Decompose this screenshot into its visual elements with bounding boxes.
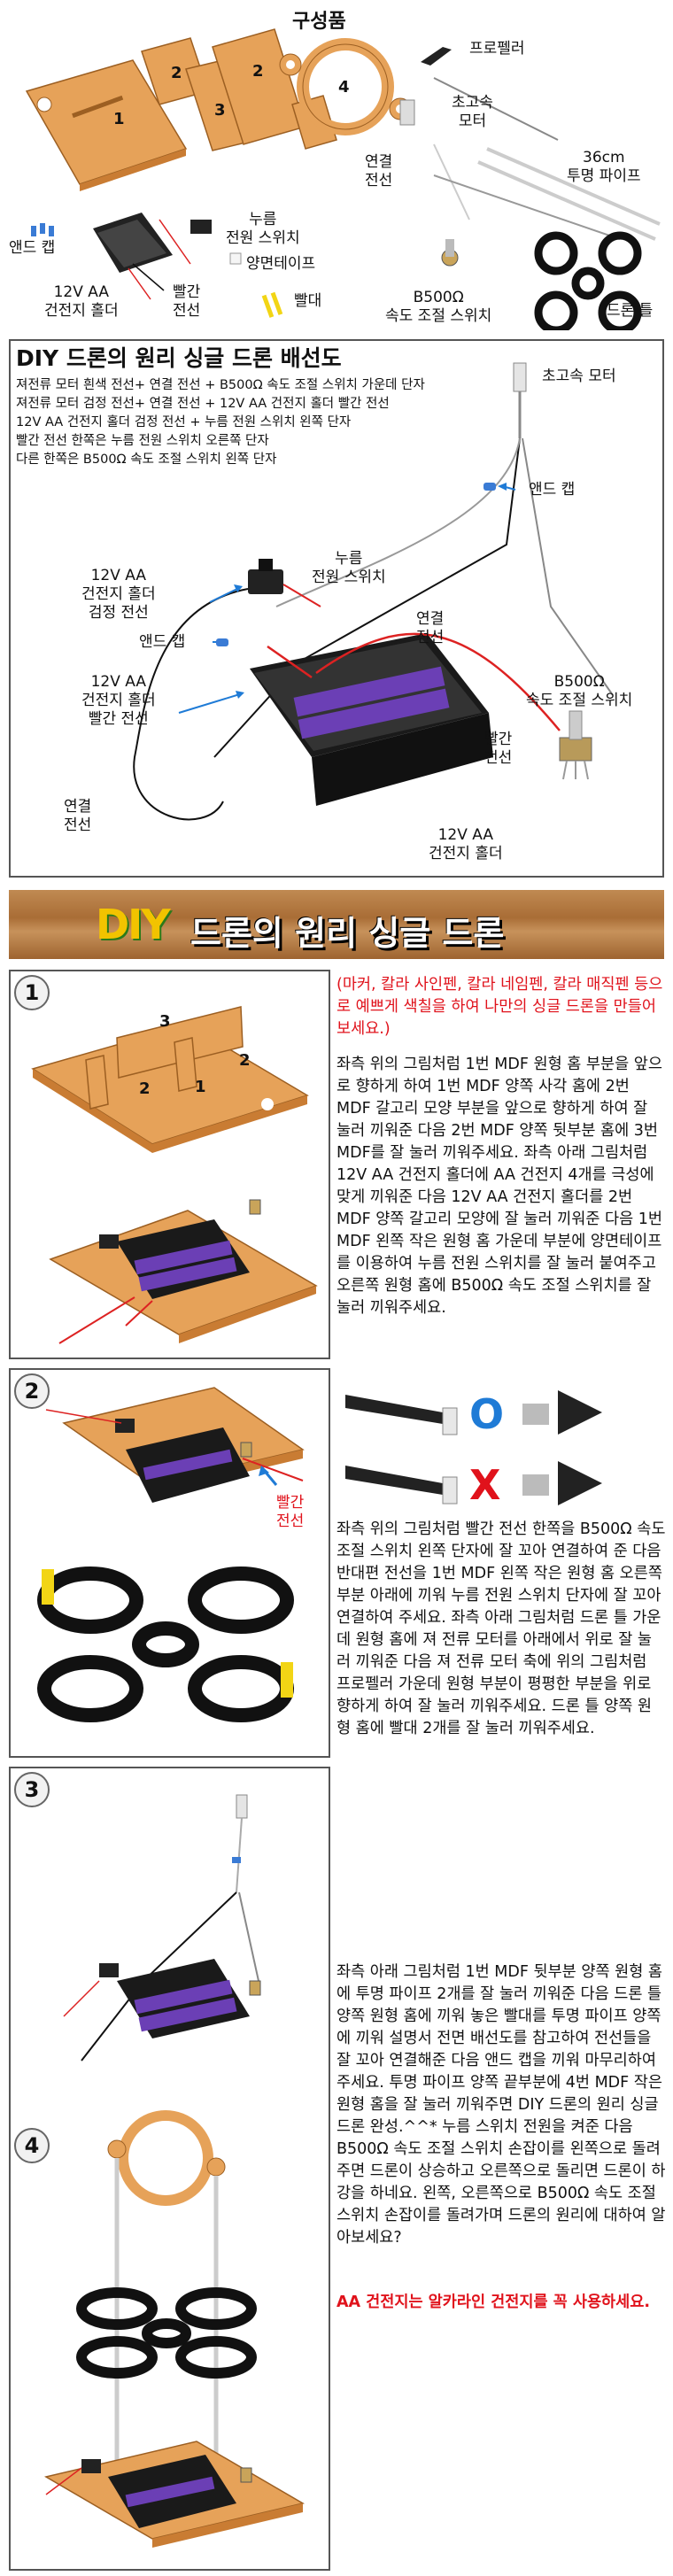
parts-section: 구성품 bbox=[9, 7, 664, 330]
step-1-piece-3: 3 bbox=[159, 1012, 171, 1031]
parts-title: 구성품 bbox=[292, 11, 346, 33]
step-3-4-illustration bbox=[43, 1794, 306, 2548]
piece-label-4: 4 bbox=[338, 78, 350, 97]
step-1-piece-2b: 2 bbox=[139, 1079, 151, 1098]
wiring-label-holder-black: 12V AA 건전지 홀더 검정 전선 bbox=[81, 567, 156, 622]
wiring-label-wire-mid: 연결 전선 bbox=[416, 610, 445, 646]
step-1-note: (마커, 칼라 사인펜, 칼라 네임펜, 칼라 매직펜 등으로 예쁘게 색칠을 … bbox=[336, 976, 663, 1038]
label-motor: 초고속 모터 bbox=[452, 94, 493, 130]
step-2-section: 2 빨간 전선 bbox=[9, 1368, 330, 1758]
wiring-label-wire-bottom: 연결 전선 bbox=[64, 798, 92, 834]
label-drone-frame: 드론 틀 bbox=[607, 302, 654, 320]
wrong-mark: X bbox=[469, 1461, 501, 1509]
label-tape: 양면테이프 bbox=[246, 255, 316, 273]
propeller-compare-illustration bbox=[345, 1390, 602, 1505]
piece-label-3: 3 bbox=[214, 101, 226, 120]
step-1-piece-1: 1 bbox=[195, 1078, 206, 1096]
label-pipe: 36cm 투명 파이프 bbox=[567, 149, 641, 185]
piece-label-2b: 2 bbox=[252, 62, 264, 81]
wiring-line: 12V AA 건전지 홀더 검정 전선 + 누름 전원 스위치 왼쪽 단자 bbox=[16, 415, 352, 429]
wiring-label-resistor: B500Ω 속도 조절 스위치 bbox=[526, 673, 633, 709]
step-1-piece-2a: 2 bbox=[239, 1051, 251, 1070]
step-1-text: 좌측 위의 그림처럼 1번 MDF 원형 홈 부분을 앞으로 향하게 하여 1번… bbox=[336, 1056, 662, 1317]
label-wire: 연결 전선 bbox=[365, 153, 393, 190]
title-banner: DIY 드론의 원리 싱글 드론 bbox=[9, 890, 664, 959]
wiring-label-cap-left: 앤드 캡 bbox=[139, 633, 186, 651]
piece-label-2a: 2 bbox=[171, 64, 182, 82]
wiring-label-holder-bottom: 12V AA 건전지 홀더 bbox=[429, 826, 503, 863]
step-4-warning: AA 건전지는 알카라인 건전지를 꼭 사용하세요. bbox=[336, 2294, 650, 2311]
label-resistor: B500Ω 속도 조절 스위치 bbox=[385, 289, 492, 325]
wiring-label-red-wire: 빨간 전선 bbox=[484, 731, 513, 767]
wiring-section: DIY 드론의 원리 싱글 드론 배선도 져전류 모터 흰색 전선+ 연결 전선… bbox=[9, 339, 664, 878]
step-2-illustration bbox=[37, 1387, 305, 1722]
wiring-title: DIY 드론의 원리 싱글 드론 배선도 bbox=[16, 345, 342, 371]
banner-title: 드론의 원리 싱글 드론 bbox=[190, 914, 505, 953]
diy-logo: DIY bbox=[96, 901, 171, 948]
step-4-text: 좌측 아래 그림처럼 1번 MDF 뒷부분 양쪽 원형 홈에 투명 파이프 2개… bbox=[336, 1963, 666, 2247]
propeller-compare: O X bbox=[336, 1373, 666, 1514]
step-1-section: 1 3 2 2 1 bbox=[9, 970, 330, 1359]
label-battery-holder: 12V AA 건전지 홀더 bbox=[44, 283, 119, 320]
step-1-illustration bbox=[31, 1006, 318, 1344]
step-3-4-section: 3 4 bbox=[9, 1767, 330, 2571]
wiring-instructions: 져전류 모터 흰색 전선+ 연결 전선 + B500Ω 속도 조절 스위치 가운… bbox=[16, 376, 425, 469]
wiring-line: 져전류 모터 검정 전선+ 연결 전선 + 12V AA 건전지 홀더 빨간 전… bbox=[16, 397, 390, 411]
piece-label-1: 1 bbox=[113, 110, 125, 128]
label-switch: 누름 전원 스위치 bbox=[226, 211, 300, 247]
wiring-line: 빨간 전선 한쪽은 누름 전원 스위치 오른쪽 단자 bbox=[16, 434, 269, 448]
label-red-wire: 빨간 전선 bbox=[173, 283, 201, 320]
wiring-label-motor: 초고속 모터 bbox=[542, 367, 616, 385]
wiring-label-holder-red: 12V AA 건전지 홀더 빨간 전선 bbox=[81, 673, 156, 728]
step-2-red-wire-label: 빨간 전선 bbox=[276, 1494, 305, 1530]
label-propeller: 프로펠러 bbox=[469, 40, 525, 58]
mdf-pieces-illustration bbox=[25, 28, 661, 330]
wiring-label-switch: 누름 전원 스위치 bbox=[312, 550, 386, 586]
step-4-number: 4 bbox=[14, 2128, 50, 2163]
step-2-number: 2 bbox=[14, 1373, 50, 1409]
wiring-line: 져전류 모터 흰색 전선+ 연결 전선 + B500Ω 속도 조절 스위치 가운… bbox=[16, 378, 425, 392]
step-2-text: 좌측 위의 그림처럼 빨간 전선 한쪽을 B500Ω 속도 조절 스위치 왼쪽 … bbox=[336, 1520, 666, 1737]
wiring-line: 다른 한쪽은 B500Ω 속도 조절 스위치 왼쪽 단자 bbox=[16, 453, 277, 467]
correct-mark: O bbox=[469, 1390, 505, 1438]
wiring-diagram bbox=[133, 362, 614, 821]
step-3-number: 3 bbox=[14, 1772, 50, 1807]
label-end-cap: 앤드 캡 bbox=[9, 239, 56, 257]
label-straw: 빨대 bbox=[294, 292, 322, 310]
wiring-label-cap-right: 앤드 캡 bbox=[529, 481, 576, 499]
step-1-number: 1 bbox=[14, 975, 50, 1010]
